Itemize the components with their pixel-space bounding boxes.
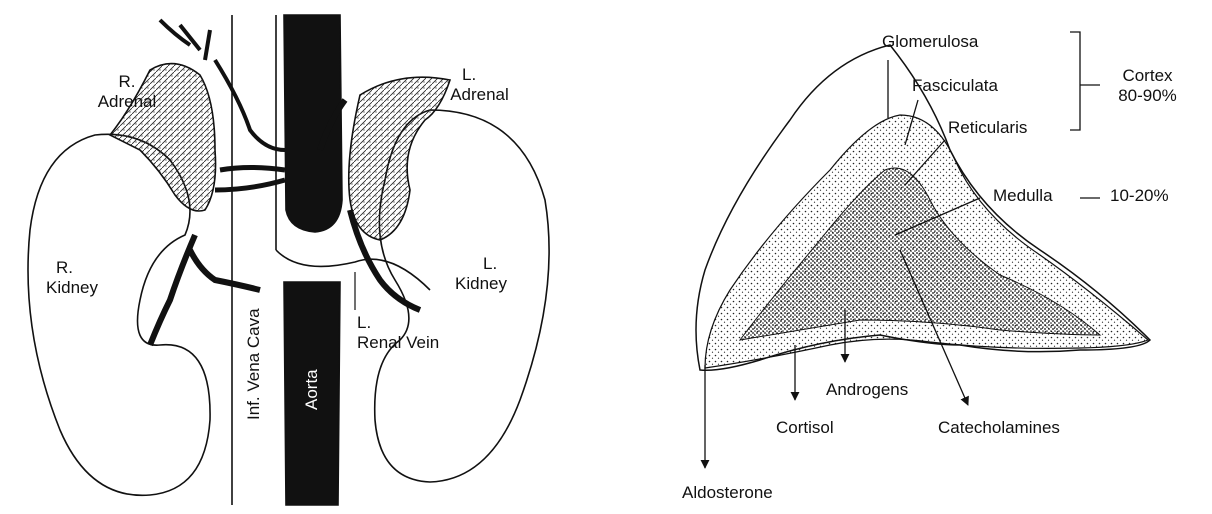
label-cortex: Cortex 80-90% xyxy=(1100,66,1195,106)
label-cortisol: Cortisol xyxy=(776,418,834,438)
label-renal-vein: L. Renal Vein xyxy=(357,313,439,353)
label-fasciculata: Fasciculata xyxy=(912,76,998,96)
label-catecholamines: Catecholamines xyxy=(938,418,1060,438)
label-medulla-pct: 10-20% xyxy=(1110,186,1169,206)
label-androgens: Androgens xyxy=(826,380,908,400)
label-r-kidney: R. Kidney xyxy=(46,258,98,298)
label-reticularis: Reticularis xyxy=(948,118,1027,138)
label-l-adrenal: L. Adrenal xyxy=(432,65,527,105)
label-glomerulosa: Glomerulosa xyxy=(882,32,978,52)
label-r-adrenal: R. Adrenal xyxy=(92,72,162,112)
label-vena-cava: Inf. Vena Cava xyxy=(244,308,264,420)
label-aorta: Aorta xyxy=(302,369,322,410)
label-medulla: Medulla xyxy=(993,186,1053,206)
adrenal-section-diagram xyxy=(696,32,1150,468)
label-l-kidney: L. Kidney xyxy=(455,254,507,294)
label-aldosterone: Aldosterone xyxy=(682,483,773,503)
